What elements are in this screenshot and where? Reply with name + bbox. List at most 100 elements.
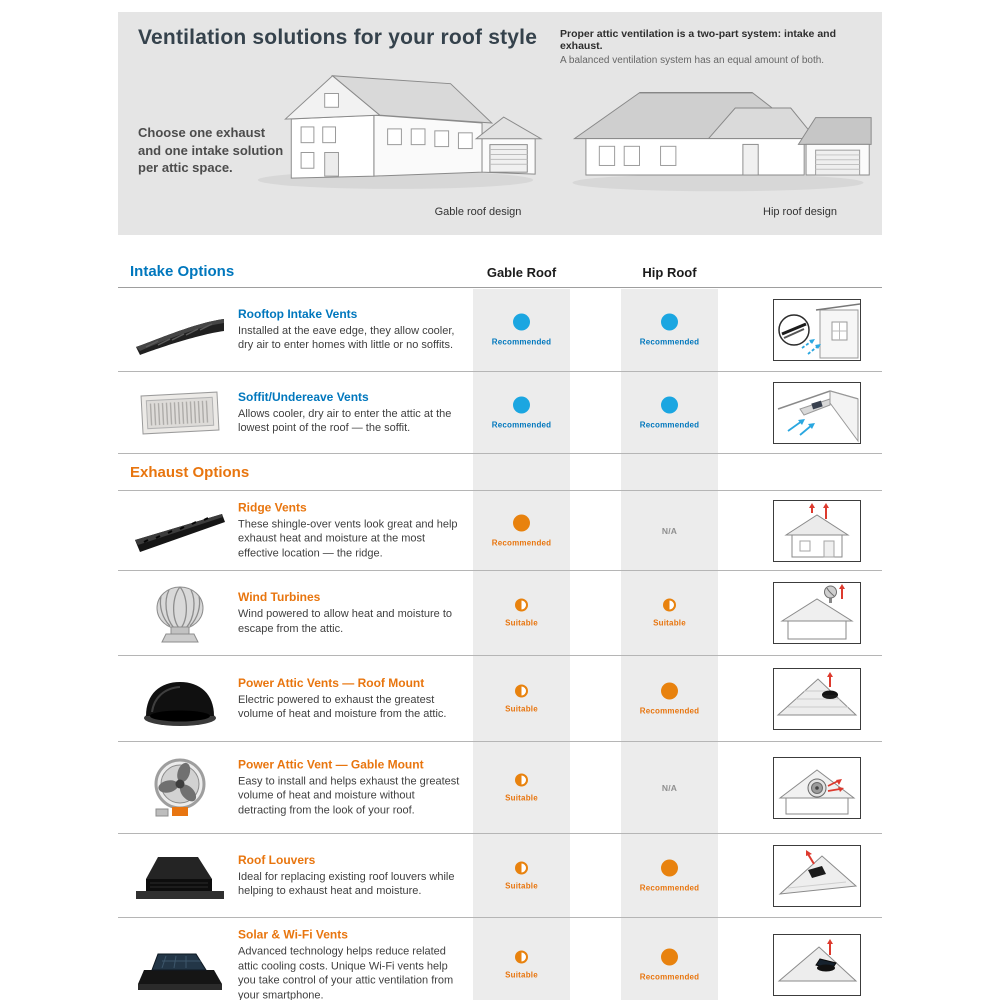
gable-roof-status: Recommended	[473, 313, 570, 346]
product-description: Electric powered to exhaust the greatest…	[238, 693, 447, 720]
power-attic-vent-gable-mount-photo	[130, 757, 230, 819]
hip-roof-status: Recommended	[621, 313, 718, 346]
recommended-dot-icon	[661, 396, 678, 413]
product-description: Installed at the eave edge, they allow c…	[238, 324, 455, 351]
suitable-half-dot-icon	[515, 684, 528, 697]
gable-roof-status: Suitable	[473, 684, 570, 713]
product-title: Ridge Vents	[238, 500, 307, 515]
note-subtitle: A balanced ventilation system has an equ…	[560, 55, 825, 66]
rooftop-intake-vent-photo	[130, 299, 230, 361]
product-description: Allows cooler, dry air to enter the atti…	[238, 407, 452, 434]
status-label: Recommended	[639, 337, 700, 346]
hip-roof-status: N/A	[621, 783, 718, 793]
exhaust-options-heading-row: Exhaust Options	[118, 453, 882, 490]
roof-mount-exhaust-diagram	[773, 667, 861, 730]
row-text: Ridge Vents These shingle-over vents loo…	[238, 500, 466, 561]
suitable-half-dot-icon	[515, 598, 528, 612]
row-text: Rooftop Intake Vents Installed at the ea…	[238, 306, 466, 352]
hip-roof-status: Suitable	[621, 598, 718, 628]
wind-turbine-photo	[130, 582, 230, 644]
status-label: Suitable	[505, 618, 538, 628]
table-row: Soffit/Undereave Vents Allows cooler, dr…	[118, 371, 882, 453]
solar-wifi-vent-photo	[130, 934, 230, 996]
status-label: N/A	[661, 525, 678, 536]
hip-roof-status: Recommended	[621, 682, 718, 715]
table-row: Ridge Vents These shingle-over vents loo…	[118, 490, 882, 570]
status-label: Suitable	[653, 618, 686, 628]
product-title: Wind Turbines	[238, 589, 321, 604]
status-label: Recommended	[639, 706, 700, 715]
table-row: Solar & Wi-Fi Vents Advanced technology …	[118, 917, 882, 1000]
gable-mount-exhaust-diagram	[773, 756, 861, 819]
product-title: Power Attic Vents — Roof Mount	[238, 675, 425, 690]
status-label: Suitable	[505, 881, 538, 890]
product-title: Roof Louvers	[238, 852, 316, 867]
soffit-undereave-vent-photo	[130, 382, 230, 444]
product-title: Solar & Wi-Fi Vents	[238, 927, 348, 942]
recommended-dot-icon	[513, 396, 530, 413]
product-title: Power Attic Vent — Gable Mount	[238, 757, 424, 772]
louver-exhaust-diagram	[773, 844, 861, 907]
page-title: Ventilation solutions for your roof styl…	[138, 26, 538, 49]
exhaust-options-heading: Exhaust Options	[130, 464, 250, 481]
gable-roof-house-icon	[248, 54, 543, 197]
header-panel: Ventilation solutions for your roof styl…	[118, 12, 882, 235]
gable-roof-column-header: Gable Roof	[486, 265, 557, 280]
power-attic-vent-roof-mount-photo	[130, 668, 230, 730]
row-text: Power Attic Vent — Gable Mount Easy to i…	[238, 757, 466, 818]
recommended-dot-icon	[661, 948, 678, 966]
table-row: Wind Turbines Wind powered to allow heat…	[118, 570, 882, 655]
status-label: Suitable	[505, 704, 538, 713]
gable-roof-status: Suitable	[473, 861, 570, 890]
gable-roof-status: Recommended	[473, 514, 570, 547]
hip-roof-caption: Hip roof design	[763, 206, 837, 218]
soffit-intake-diagram	[773, 381, 861, 444]
recommended-dot-icon	[661, 682, 678, 699]
row-text: Power Attic Vents — Roof Mount Electric …	[238, 675, 466, 721]
recommended-dot-icon	[513, 313, 530, 330]
product-description: Ideal for replacing existing roof louver…	[238, 870, 455, 897]
row-text: Roof Louvers Ideal for replacing existin…	[238, 852, 466, 898]
table-row: Rooftop Intake Vents Installed at the ea…	[118, 288, 882, 371]
gable-roof-status: Suitable	[473, 598, 570, 628]
product-title: Soffit/Undereave Vents	[238, 389, 369, 404]
suitable-half-dot-icon	[515, 773, 528, 786]
solar-exhaust-diagram	[773, 934, 861, 996]
table-row: Roof Louvers Ideal for replacing existin…	[118, 833, 882, 917]
table-row: Power Attic Vents — Roof Mount Electric …	[118, 655, 882, 741]
hip-roof-column-header: Hip Roof	[642, 265, 697, 280]
roof-louver-photo	[130, 845, 230, 907]
ridge-exhaust-diagram	[773, 499, 861, 562]
hip-roof-status: Recommended	[621, 396, 718, 429]
status-label: Recommended	[491, 420, 552, 429]
hip-roof-house-icon	[563, 64, 873, 203]
suitable-half-dot-icon	[663, 598, 676, 612]
table-header: Intake Options Gable Roof Hip Roof	[118, 255, 882, 288]
ridge-vent-photo	[130, 500, 230, 562]
recommended-dot-icon	[661, 313, 678, 330]
turbine-exhaust-diagram	[773, 582, 861, 644]
table-rows: Rooftop Intake Vents Installed at the ea…	[118, 288, 882, 1000]
row-text: Soffit/Undereave Vents Allows cooler, dr…	[238, 389, 466, 435]
gable-roof-status: Recommended	[473, 396, 570, 429]
hip-roof-status: N/A	[621, 526, 718, 536]
table-row: Power Attic Vent — Gable Mount Easy to i…	[118, 741, 882, 833]
ventilation-note: Proper attic ventilation is a two-part s…	[560, 28, 865, 66]
product-description: Easy to install and helps exhaust the gr…	[238, 775, 460, 817]
gable-roof-status: Suitable	[473, 950, 570, 980]
note-title: Proper attic ventilation is a two-part s…	[560, 28, 836, 52]
status-label: Suitable	[505, 793, 538, 802]
status-label: Recommended	[491, 538, 552, 547]
status-label: N/A	[661, 782, 678, 793]
ventilation-options-table: Intake Options Gable Roof Hip Roof Rooft…	[118, 255, 882, 1000]
gable-roof-caption: Gable roof design	[434, 206, 522, 218]
product-description: Wind powered to allow heat and moisture …	[238, 607, 453, 635]
suitable-half-dot-icon	[515, 950, 528, 964]
intake-options-heading: Intake Options	[130, 263, 235, 280]
gable-roof-status: Suitable	[473, 773, 570, 802]
suitable-half-dot-icon	[515, 861, 528, 874]
status-label: Recommended	[639, 972, 700, 982]
product-description: These shingle-over vents look great and …	[238, 518, 458, 560]
instruction-text: Choose one exhaust and one intake soluti…	[138, 125, 284, 176]
product-description: Advanced technology helps reduce related…	[238, 945, 454, 1000]
